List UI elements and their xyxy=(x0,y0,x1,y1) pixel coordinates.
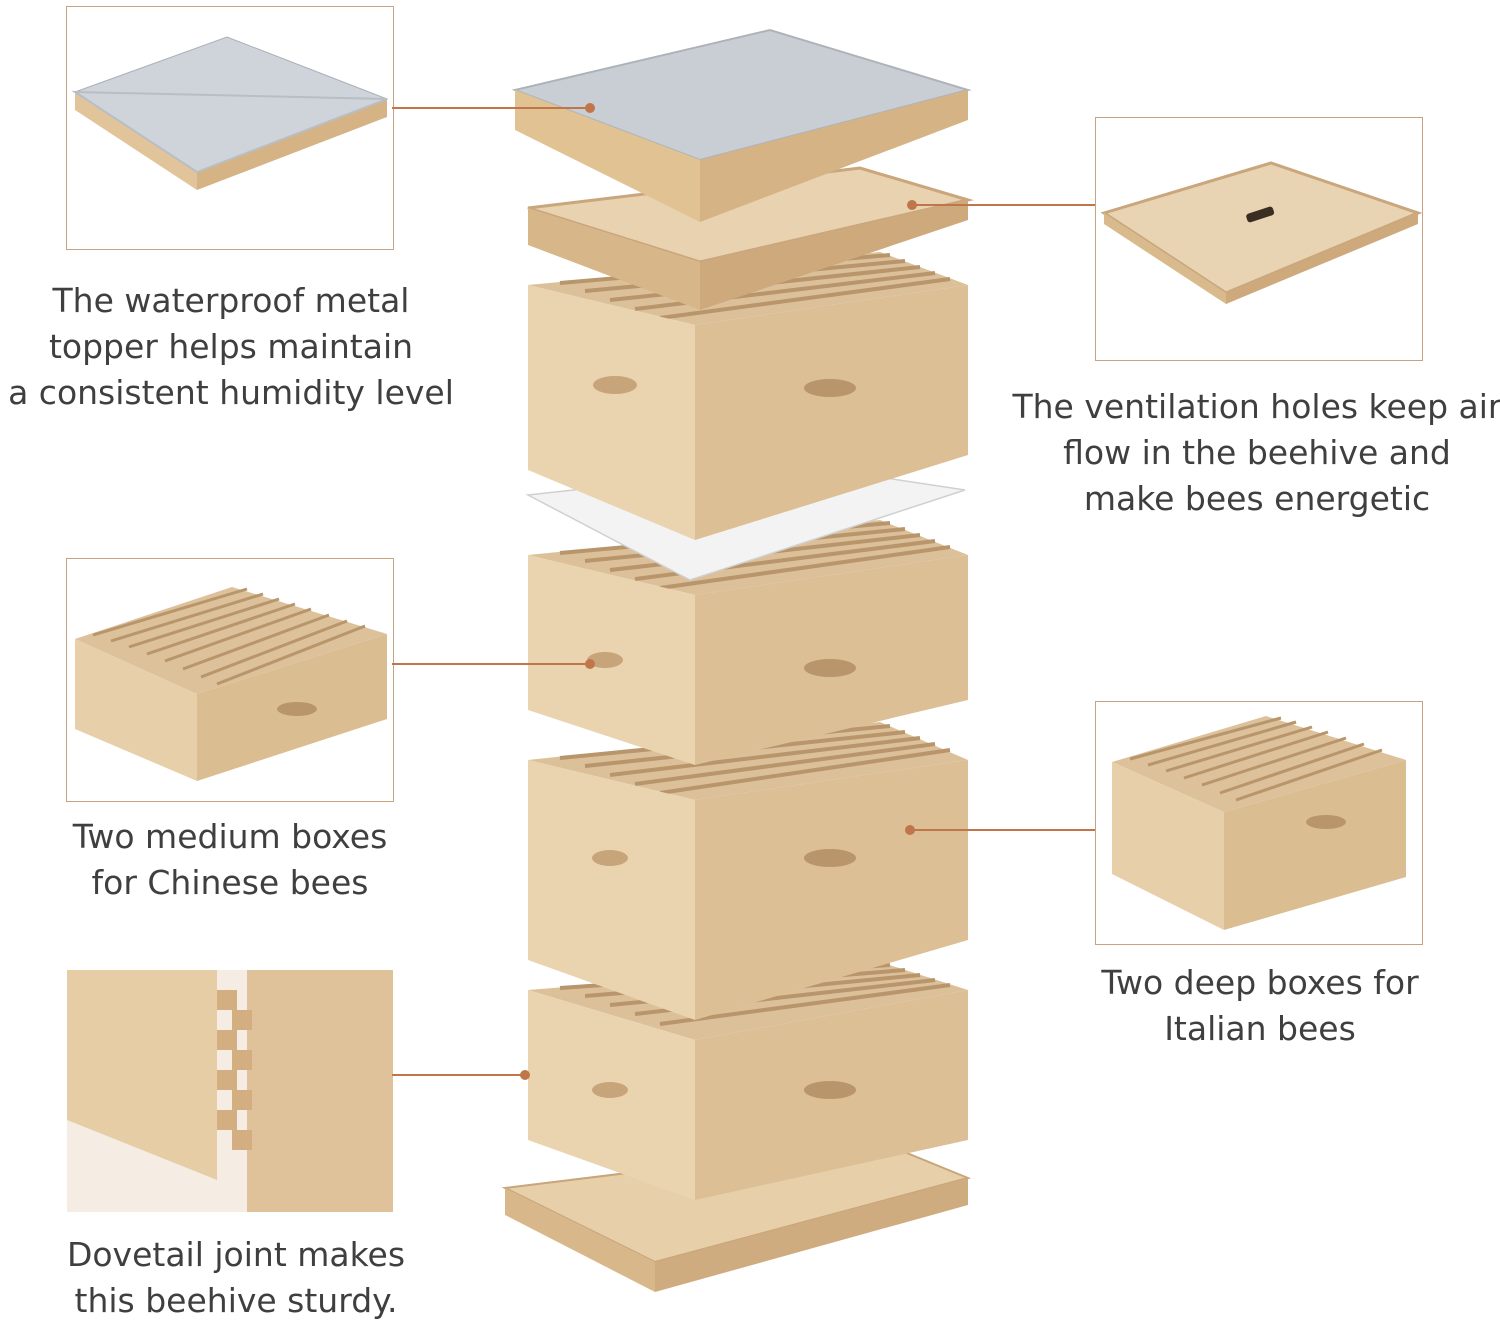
caption-line: The ventilation holes keep air xyxy=(1012,387,1500,426)
metal-topper-illustration xyxy=(71,36,389,190)
metal-topper xyxy=(511,28,972,222)
caption-line: The waterproof metal xyxy=(52,281,410,320)
caption-line: Dovetail joint makes xyxy=(66,1235,406,1274)
queen-excluder xyxy=(525,464,966,581)
callout-deep-box xyxy=(905,825,1095,835)
deep-box-thumbnail xyxy=(1095,701,1423,945)
caption-line: Two deep boxes for xyxy=(1101,963,1419,1002)
caption-line: flow in the beehive and xyxy=(1063,433,1451,472)
metal-topper-thumbnail xyxy=(66,6,394,250)
inner-cover xyxy=(527,166,974,310)
deep-box-upper xyxy=(528,722,968,1020)
medium-box-illustration xyxy=(75,587,387,781)
callout-medium-box xyxy=(392,659,595,669)
caption-line: Italian bees xyxy=(1164,1009,1356,1048)
caption-line: for Chinese bees xyxy=(91,863,369,902)
dovetail-thumbnail xyxy=(66,969,394,1213)
medium-boxes-caption: Two medium boxes for Chinese bees xyxy=(30,814,430,906)
metal-topper-caption: The waterproof metal topper helps mainta… xyxy=(0,278,462,416)
ventilation-caption: The ventilation holes keep air flow in t… xyxy=(1012,384,1500,522)
inner-cover-thumbnail xyxy=(1095,117,1423,361)
caption-line: a consistent humidity level xyxy=(8,373,454,412)
deep-box-lower xyxy=(528,962,968,1200)
deep-boxes-caption: Two deep boxes for Italian bees xyxy=(1060,960,1460,1052)
callout-dovetail xyxy=(392,1070,530,1080)
caption-line: make bees energetic xyxy=(1083,479,1431,518)
deep-box-illustration xyxy=(1112,716,1406,930)
caption-line: Two medium boxes xyxy=(72,817,388,856)
bottom-board xyxy=(501,1140,972,1292)
callout-metal-topper xyxy=(392,103,595,113)
medium-box-thumbnail xyxy=(66,558,394,802)
medium-box-lower xyxy=(528,520,968,765)
dovetail-caption: Dovetail joint makes this beehive sturdy… xyxy=(30,1232,442,1324)
callout-inner-cover xyxy=(907,200,1095,210)
caption-line: topper helps maintain xyxy=(48,327,414,366)
dovetail-joint-illustration xyxy=(67,970,393,1212)
medium-box-upper xyxy=(528,252,968,540)
inner-cover-illustration xyxy=(1100,161,1422,304)
caption-line: this beehive sturdy. xyxy=(74,1281,398,1320)
